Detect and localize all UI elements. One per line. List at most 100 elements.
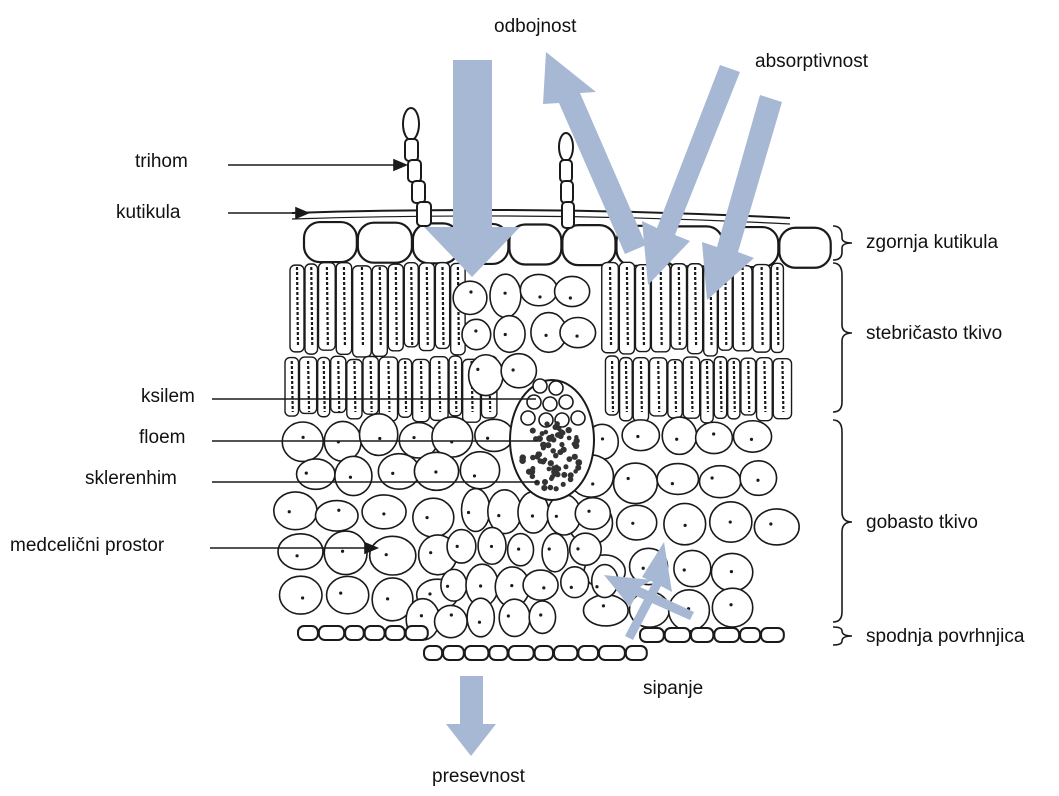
cell-nucleus [555, 515, 558, 518]
phloem-cell [561, 482, 566, 487]
xylem-vessel [521, 411, 535, 425]
cell-nucleus [339, 592, 342, 595]
phloem-cell [568, 472, 574, 478]
lower-epidermis-cell [691, 628, 713, 642]
phloem-cell [550, 448, 556, 454]
epidermis-cell [562, 225, 615, 265]
phloem-cell [536, 451, 542, 457]
spongy-cell [362, 495, 406, 529]
phloem-cell [530, 474, 536, 480]
cell-nucleus [531, 514, 534, 517]
phloem-cell [540, 442, 547, 449]
xylem-vessel [559, 395, 573, 409]
phloem-cell [559, 442, 564, 447]
lower-epidermis-cell [640, 628, 664, 642]
cell-nucleus [473, 474, 476, 477]
cell-nucleus [642, 567, 645, 570]
cell-nucleus [497, 514, 500, 517]
spongy-cell [614, 463, 658, 504]
spongy-cell [555, 276, 590, 306]
spongy-cell [712, 588, 752, 627]
trichome-large [403, 108, 431, 226]
spongy-cell [696, 422, 733, 453]
lower-epidermis-cell [599, 646, 625, 660]
cell-nucleus [539, 613, 542, 616]
phloem-cell [572, 454, 578, 460]
cell-nucleus [341, 550, 344, 553]
cell-nucleus [544, 334, 547, 337]
spongy-cell [441, 569, 467, 601]
spongy-cell [542, 533, 568, 571]
cell-nucleus [538, 295, 541, 298]
cell-nucleus [601, 437, 604, 440]
xylem-vessel [527, 395, 541, 409]
cell-nucleus [548, 547, 551, 550]
phloem-cell [537, 458, 543, 464]
spongy-cell [490, 274, 521, 317]
phloem-cell [540, 431, 545, 436]
lower-epidermis-cell [319, 626, 344, 640]
spongy-cell [475, 419, 514, 451]
palisade-cell [435, 263, 449, 349]
cell-nucleus [479, 584, 482, 587]
spongy-cell [699, 466, 740, 498]
phloem-cell [551, 469, 556, 474]
spongy-cell [662, 417, 696, 454]
label-presevnost: presevnost [432, 766, 525, 788]
cell-nucleus [756, 479, 759, 482]
lower-epidermis-cell [509, 646, 534, 660]
cell-nucleus [517, 547, 520, 550]
cell-nucleus [675, 438, 678, 441]
phloem-cell [542, 479, 548, 485]
spongy-cell [432, 417, 473, 457]
spongy-cell [529, 601, 555, 634]
phloem-cell [566, 456, 572, 462]
lower-epidermis-cell [443, 646, 464, 660]
label-spodnja-povrhnjica: spodnja povrhnjica [866, 626, 1024, 648]
phloem-cell [561, 472, 567, 478]
spongy-cell [462, 489, 490, 532]
cell-nucleus [503, 292, 506, 295]
phloem-cell [553, 453, 559, 459]
spongy-cell [740, 461, 777, 496]
brace-zgornja-kutikula [833, 226, 852, 260]
upper-cuticle-inner [292, 216, 790, 224]
trichome-small [559, 133, 574, 228]
phloem-cell [530, 466, 535, 471]
cell-nucleus [769, 522, 772, 525]
phloem-cell [551, 437, 557, 443]
cell-nucleus [729, 603, 732, 606]
phloem-cell [563, 464, 568, 469]
phloem-cell [544, 421, 549, 426]
arrow-presevnost [446, 676, 496, 756]
cell-nucleus [386, 597, 389, 600]
cell-nucleus [412, 436, 415, 439]
phloem-cell [566, 427, 572, 433]
spongy-cell [508, 534, 534, 566]
spongy-cell [435, 605, 468, 637]
spongy-cell [469, 355, 503, 396]
lower-epidermis-cell [489, 646, 507, 660]
cell-nucleus [569, 296, 572, 299]
cell-nucleus [595, 585, 598, 588]
arrow-odbojnost-up [543, 52, 646, 254]
spongy-cell [733, 421, 771, 452]
cell-nucleus [671, 482, 674, 485]
phloem-cell [555, 421, 560, 426]
phloem-cell [547, 467, 552, 472]
spongy-cell [560, 318, 596, 348]
spongy-cell [523, 570, 558, 600]
spongy-cell [315, 501, 358, 531]
label-trihom: trihom [135, 151, 188, 173]
lower-epidermis-cell [665, 628, 690, 642]
cell-nucleus [576, 547, 579, 550]
spongy-cell [462, 319, 491, 349]
cell-nucleus [512, 368, 515, 371]
epidermis-cell [358, 223, 412, 263]
cell-nucleus [378, 437, 381, 440]
lower-epidermis-cell [626, 646, 647, 660]
cell-nucleus [486, 437, 489, 440]
cell-nucleus [385, 553, 388, 556]
brace-spodnja [833, 627, 852, 645]
lower-epidermis-cell [740, 628, 760, 642]
